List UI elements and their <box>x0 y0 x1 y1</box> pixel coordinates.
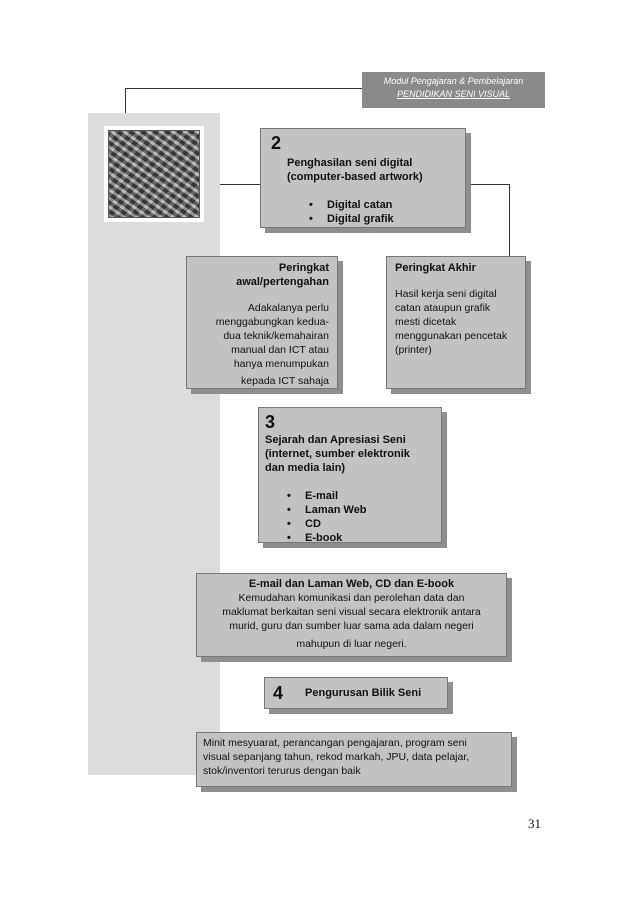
page-number: 31 <box>528 816 541 831</box>
box-email-web: E-mail dan Laman Web, CD dan E-book Kemu… <box>196 573 507 657</box>
box3-item-4: E-book <box>283 531 435 545</box>
box-email-line-3: murid, guru dan sumber luar sama ada dal… <box>229 620 474 632</box>
box2-title-line1: Penghasilan seni digital <box>287 157 413 169</box>
box2-number: 2 <box>271 133 282 153</box>
box3-title-line3: dan media lain) <box>265 462 346 474</box>
box2-item-1: Digital catan <box>305 198 455 212</box>
box-left-line-3: dua teknik/kemahairan <box>223 330 329 342</box>
sidebar-photo <box>108 130 200 218</box>
box-right-title: Peringkat Akhir <box>395 262 476 274</box>
box-bottom-line-3: stok/inventori terurus dengan baik <box>203 765 361 777</box>
box3-item-2: Laman Web <box>283 503 435 517</box>
connector-left-h <box>217 184 260 185</box>
box-right-line-3: mesti dicetak <box>395 316 457 328</box>
header-line1: Modul Pengajaran & Pembelajaran <box>383 76 524 86</box>
box-left-line-6: kepada ICT sahaja <box>241 375 329 387</box>
box-right-line-2: catan ataupun grafik <box>395 302 491 314</box>
box3-number: 3 <box>265 412 276 432</box>
box3-item-1: E-mail <box>283 489 435 503</box>
box-right-line-4: menggunakan pencetak <box>395 330 508 342</box>
box-bottom-line-2: visual sepanjang tahun, rekod markah, JP… <box>203 751 470 763</box>
box-email-line-4: mahupun di luar negeri. <box>296 638 407 650</box>
box-left-title-line1: Peringkat <box>278 262 329 274</box>
connector-right-v <box>509 184 510 256</box>
box-management-details: Minit mesyuarat, perancangan pengajaran,… <box>196 732 512 787</box>
header-connector-h <box>125 88 362 89</box>
box-right-line-5: (printer) <box>395 344 432 356</box>
box-email-title: E-mail dan Laman Web, CD dan E-book <box>248 578 455 590</box>
box-history-appreciation: 3 Sejarah dan Apresiasi Seni (internet, … <box>258 407 442 545</box>
box2-title-line2: (computer-based artwork) <box>287 171 423 183</box>
box3-title-line2: (internet, sumber elektronik <box>265 448 410 460</box>
box-bottom-line-1: Minit mesyuarat, perancangan pengajaran,… <box>203 737 467 749</box>
box-left-line-4: manual dan ICT atau <box>231 344 329 356</box>
box3-list: E-mail Laman Web CD E-book <box>265 489 435 545</box>
box-final-stage: Peringkat Akhir Hasil kerja seni digital… <box>386 256 526 389</box>
box-right-line-1: Hasil kerja seni digital <box>395 288 497 300</box>
connector-right-h <box>466 184 510 185</box>
sidebar-photo-frame <box>104 126 204 222</box>
box4-number: 4 <box>273 682 284 703</box>
header-line2: PENDIDIKAN SENI VISUAL <box>396 89 511 99</box>
box-left-line-2: menggabungkan kedua- <box>215 316 329 328</box>
header-connector-v <box>125 88 126 113</box>
box-art-room-management: 4 Pengurusan Bilik Seni <box>264 677 448 709</box>
box3-title-line1: Sejarah dan Apresiasi Seni <box>265 434 406 446</box>
module-header: Modul Pengajaran & Pembelajaran PENDIDIK… <box>362 72 545 108</box>
box4-title: Pengurusan Bilik Seni <box>305 687 422 699</box>
box-digital-art: 2 Penghasilan seni digital (computer-bas… <box>260 128 466 228</box>
box-email-line-1: Kemudahan komunikasi dan perolehan data … <box>238 592 465 604</box>
box2-list: Digital catan Digital grafik <box>287 198 455 226</box>
box-left-line-1: Adakalanya perlu <box>247 302 329 314</box>
sidebar-panel <box>88 113 220 775</box>
box2-item-2: Digital grafik <box>305 212 455 226</box>
box3-item-3: CD <box>283 517 435 531</box>
box-email-line-2: maklumat berkaitan seni visual secara el… <box>222 606 481 618</box>
box-left-title-line2: awal/pertengahan <box>236 276 329 288</box>
box-early-stage: Peringkat awal/pertengahan Adakalanya pe… <box>186 256 338 389</box>
box-left-line-5: hanya menumpukan <box>233 358 329 370</box>
